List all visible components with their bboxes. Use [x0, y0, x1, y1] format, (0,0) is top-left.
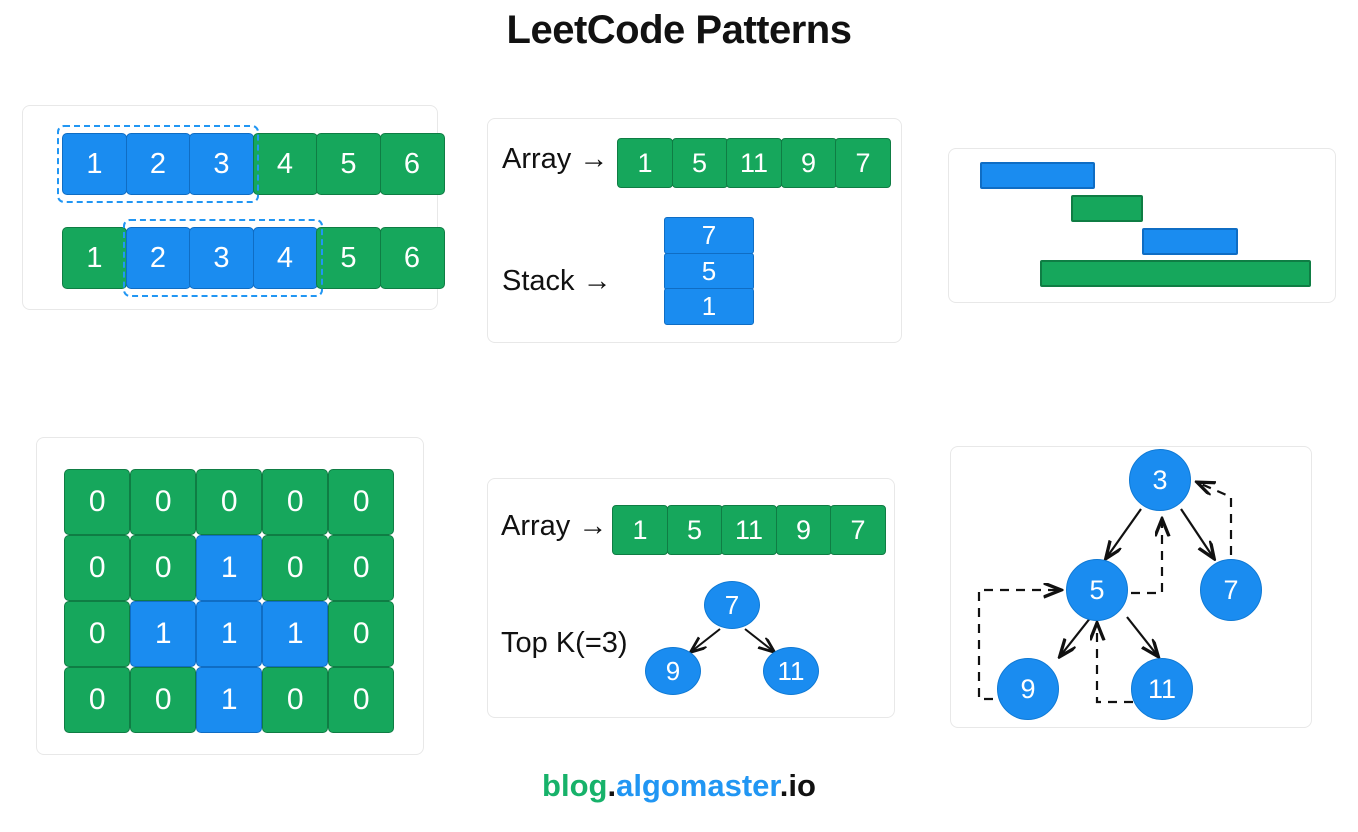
matrix-cell: 1: [196, 535, 263, 602]
array-cell: 9: [780, 138, 837, 188]
sliding-window-row-1: 1 2 3 4 5 6: [62, 133, 445, 195]
array-cell: 11: [721, 505, 777, 555]
footer-branding[interactable]: blog.algomaster.io: [0, 768, 1358, 804]
footer-algomaster: algomaster: [616, 768, 780, 803]
array-cell: 6: [379, 227, 445, 289]
array-cell: 1: [617, 138, 673, 188]
matrix-cell: 1: [196, 601, 263, 668]
matrix-cell: 0: [130, 667, 197, 734]
stack-label: Stack →: [502, 265, 612, 297]
array-cell: 1: [62, 227, 127, 289]
tree-node-left-right: 11: [1131, 658, 1193, 720]
footer-dot: .: [607, 768, 617, 803]
matrix-cell: 0: [196, 469, 263, 536]
tree-node-left-left: 9: [997, 658, 1059, 720]
matrix-cell: 0: [64, 535, 131, 602]
matrix-cell: 0: [328, 469, 395, 536]
page-title: LeetCode Patterns: [506, 8, 852, 52]
matrix-grid: 0 0 0 0 0 0 0 1 0 0 0 1 1 1 0 0 0 1 0 0: [64, 469, 395, 734]
sliding-window-outline-1: [57, 125, 259, 203]
panel-monotonic-stack: Array → 1 5 11 9 7 Stack → 7 5 1: [487, 118, 902, 343]
array-cell: 11: [726, 138, 782, 188]
stack-cell: 5: [664, 252, 754, 290]
array-label: Array →: [501, 510, 608, 542]
heap-node-root: 7: [704, 581, 760, 629]
array-cell: 2: [125, 133, 191, 195]
array-label: Array →: [502, 143, 609, 175]
matrix-cell: 0: [64, 667, 131, 734]
array-cell: 7: [835, 138, 891, 188]
matrix-cell: 0: [262, 667, 329, 734]
array-cell: 1: [612, 505, 668, 555]
panel-sliding-window: 1 2 3 4 5 6 1 2 3 4 5 6: [22, 105, 445, 310]
stack-array-row: 1 5 11 9 7: [617, 138, 891, 188]
stack-cell: 7: [664, 217, 754, 254]
sliding-window-outline-2: [123, 219, 323, 297]
interval-bar: [1071, 195, 1143, 222]
stack-column: 7 5 1: [664, 217, 754, 325]
interval-bar: [1142, 228, 1238, 255]
array-cell: 3: [189, 227, 254, 289]
topk-array-row: 1 5 11 9 7: [612, 505, 886, 555]
top-k-label: Top K(=3): [501, 627, 628, 659]
tree-node-root: 3: [1129, 449, 1191, 511]
matrix-cell: 0: [328, 535, 395, 602]
array-cell: 9: [775, 505, 832, 555]
array-cell: 1: [62, 133, 127, 195]
footer-io: .io: [779, 768, 816, 803]
array-cell: 5: [666, 505, 723, 555]
matrix-cell: 0: [262, 535, 329, 602]
interval-bar: [1040, 260, 1311, 287]
matrix-cell: 0: [64, 601, 131, 668]
array-cell: 3: [189, 133, 254, 195]
matrix-cell: 0: [328, 667, 395, 734]
matrix-cell: 1: [262, 601, 329, 668]
panel-matrix-island: 0 0 0 0 0 0 0 1 0 0 0 1 1 1 0 0 0 1 0 0: [36, 437, 424, 755]
array-cell: 2: [125, 227, 191, 289]
matrix-cell: 1: [196, 667, 263, 734]
array-cell: 4: [252, 133, 318, 195]
heap-node-right: 11: [763, 647, 819, 695]
matrix-cell: 0: [262, 469, 329, 536]
array-cell: 5: [671, 138, 728, 188]
panel-merge-intervals: [948, 148, 1336, 303]
matrix-cell: 0: [130, 469, 197, 536]
matrix-cell: 0: [328, 601, 395, 668]
footer-blog: blog: [542, 768, 608, 803]
tree-node-right: 7: [1200, 559, 1262, 621]
panel-dfs-tree: 3 5 7 9 11: [950, 446, 1312, 728]
array-cell: 7: [830, 505, 886, 555]
tree-node-left: 5: [1066, 559, 1128, 621]
array-cell: 5: [316, 133, 381, 195]
panel-top-k-elements: Array → 1 5 11 9 7 Top K(=3) 7 9 11: [487, 478, 895, 718]
matrix-cell: 0: [64, 469, 131, 536]
stack-cell: 1: [664, 288, 754, 325]
matrix-cell: 1: [130, 601, 197, 668]
array-cell: 5: [316, 227, 381, 289]
array-cell: 4: [252, 227, 318, 289]
interval-bar: [980, 162, 1095, 189]
matrix-cell: 0: [130, 535, 197, 602]
heap-node-left: 9: [645, 647, 701, 695]
sliding-window-row-2: 1 2 3 4 5 6: [62, 227, 445, 289]
heap-edges: [488, 628, 896, 719]
array-cell: 6: [379, 133, 445, 195]
